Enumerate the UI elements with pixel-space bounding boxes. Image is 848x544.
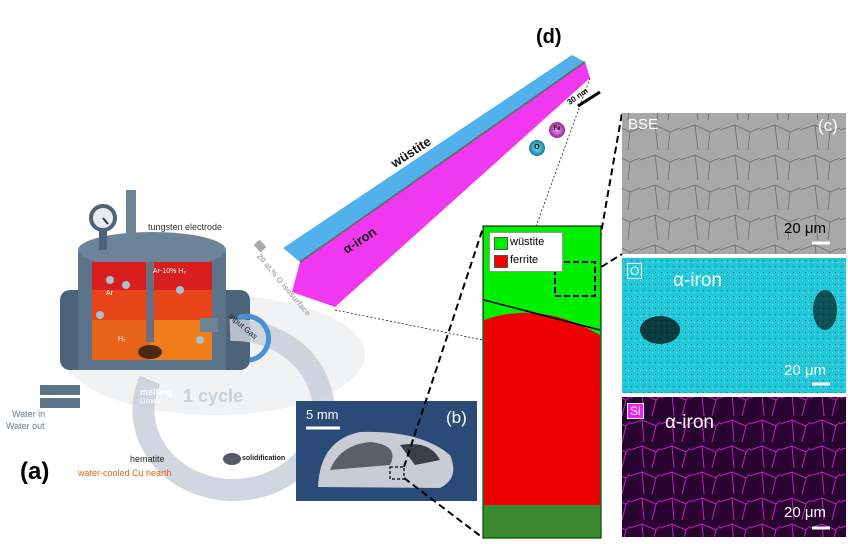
fe-atom-label: Fe (553, 126, 561, 132)
water-out-label: Water out (6, 421, 45, 431)
si-map-image (622, 397, 846, 537)
hearth-label: water-cooled Cu hearth (78, 468, 172, 478)
o-element-label: O (627, 263, 643, 279)
hematite-label: hematite (130, 454, 165, 464)
si-map-scale-label: 20 μm (784, 504, 826, 521)
bse-label: BSE (628, 116, 659, 133)
tungsten-electrode-label: tungsten electrode (148, 222, 223, 232)
panel-b-scale: 5 mm (306, 407, 339, 422)
o-map-phase-label: α-iron (673, 270, 722, 291)
legend-swatch-ferrite (494, 255, 508, 268)
solidification-label: solidification (242, 455, 286, 462)
apt-needle-reconstruction (253, 55, 601, 307)
sample-photo (296, 401, 477, 501)
legend-swatch-wustite (494, 237, 508, 250)
o-atom-icon (529, 140, 545, 156)
cycle-label: 1 cycle (183, 386, 244, 406)
bse-scale-label: 20 μm (784, 220, 826, 237)
legend-label-wustite: wüstite (510, 236, 545, 248)
si-element-label: Si (627, 403, 644, 419)
water-in-label: Water in (12, 409, 46, 419)
phase-map (482, 225, 602, 539)
panel-b-label: (b) (446, 408, 467, 427)
melting-time-label: (1min) (140, 398, 160, 405)
panel-d-label: (d) (536, 26, 562, 48)
fe-atom-icon (549, 122, 565, 138)
o-atom-label: O (534, 144, 540, 151)
phase-map-legend: wüstite ferrite (489, 232, 563, 272)
ar-label: Ar (106, 290, 113, 297)
bse-image (622, 113, 846, 254)
melting-label: melting (140, 387, 173, 397)
o-map-scale-label: 20 μm (784, 362, 826, 379)
h2-label: H₂ (118, 336, 126, 343)
scale-bar-30nm (577, 90, 601, 108)
panel-c-label: (c) (818, 116, 838, 135)
panel-a-label: (a) (20, 458, 50, 485)
cycle-arrow (132, 313, 335, 501)
si-map-phase-label: α-iron (665, 412, 714, 433)
ar-h2-label: Ar-10% H₂ (153, 268, 187, 275)
legend-label-ferrite: ferrite (510, 254, 539, 266)
